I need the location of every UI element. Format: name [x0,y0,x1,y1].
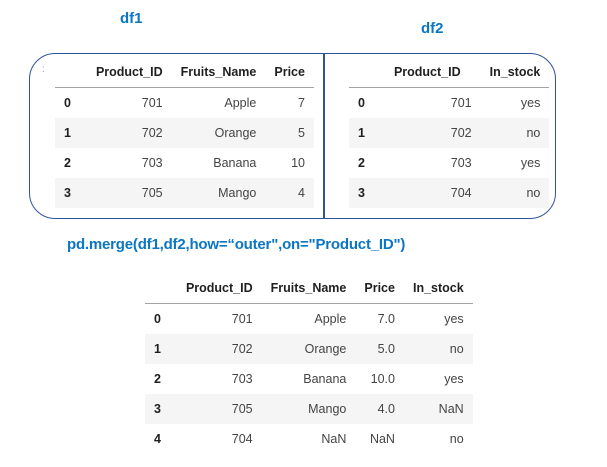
cell: 703 [231,372,253,386]
table-row: 1 702 no [349,118,550,148]
column-header: Fruits_Name [261,273,356,304]
cell: Mango [218,186,257,200]
table-row: 1 702 Orange 5.0 no [145,334,473,364]
cell: 5.0 [377,342,395,356]
row-index: 0 [64,96,71,110]
table-row: 0 701 Apple 7.0 yes [145,304,473,335]
table-row: 2 703 Banana 10 [55,148,314,178]
row-index: 2 [358,156,365,170]
column-header: Product_ID [176,273,262,304]
merge-code-line: pd.merge(df1,df2,how=“outer",on="Product… [67,236,406,253]
column-header: Product_ID [384,57,481,88]
cell: Orange [214,126,257,140]
table-row: 2 703 Banana 10.0 yes [145,364,473,394]
cell: yes [444,372,464,386]
cell: 704 [450,186,472,200]
cell: no [449,342,464,356]
cell: NaN [438,402,464,416]
cell: NaN [369,432,395,446]
cell: 702 [141,126,163,140]
cell: no [526,126,541,140]
dataframes-group-box [29,53,556,219]
cell: 703 [141,156,163,170]
cell: 7 [298,96,305,110]
cell: 4.0 [377,402,395,416]
table-row: 1 702 Orange 5 [55,118,314,148]
cell: Mango [308,402,347,416]
cell: Orange [304,342,347,356]
table-row: 4 704 NaN NaN no [145,424,473,454]
column-header: Fruits_Name [171,57,266,88]
row-index: 2 [154,372,161,386]
index-corner-cell [55,57,87,88]
cell: Banana [213,156,257,170]
index-corner-cell [349,57,385,88]
table-row: 3 705 Mango 4.0 NaN [145,394,473,424]
df2-label: df2 [421,20,444,37]
row-index: 0 [358,96,365,110]
table-row: 2 703 yes [349,148,549,178]
table-row: 0 701 Apple 7 [55,88,314,119]
table-row: 3 705 Mango 4 [55,178,314,208]
table-row: 3 704 no [349,178,550,208]
cell: 705 [231,402,253,416]
row-index: 3 [154,402,161,416]
cell: Apple [314,312,347,326]
cell: Banana [303,372,347,386]
cell: 704 [231,432,253,446]
column-header: Price [355,273,404,304]
cell: NaN [321,432,347,446]
cell: 7.0 [377,312,395,326]
cell: yes [444,312,464,326]
cell: 701 [141,96,163,110]
row-index: 2 [64,156,71,170]
tables-divider-line [323,53,325,219]
cell: 703 [450,156,472,170]
cell: 705 [141,186,163,200]
cell: 10 [291,156,305,170]
column-header: In_stock [403,273,473,304]
column-header: Price [265,57,314,88]
cell: 4 [298,186,305,200]
cell: 702 [231,342,253,356]
row-index: 1 [64,126,71,140]
cell: yes [520,96,541,110]
df1-label: df1 [120,10,143,27]
row-index: 1 [154,342,161,356]
table-row: 0 701 yes [349,88,549,119]
row-index: 3 [358,186,365,200]
cell: no [526,186,541,200]
row-index: 1 [358,126,365,140]
row-index: 0 [154,312,161,326]
column-header: In_stock [480,57,550,88]
cell: 5 [298,126,305,140]
row-index: 4 [154,432,161,446]
cell: 701 [450,96,472,110]
prompt-colon: : [42,64,45,75]
row-index: 3 [64,186,71,200]
cell: 701 [231,312,253,326]
cell: yes [520,156,541,170]
column-header: Product_ID [86,57,172,88]
cell: no [449,432,464,446]
cell: 702 [450,126,472,140]
cell: 10.0 [370,372,395,386]
index-corner-cell [145,273,177,304]
cell: Apple [224,96,257,110]
